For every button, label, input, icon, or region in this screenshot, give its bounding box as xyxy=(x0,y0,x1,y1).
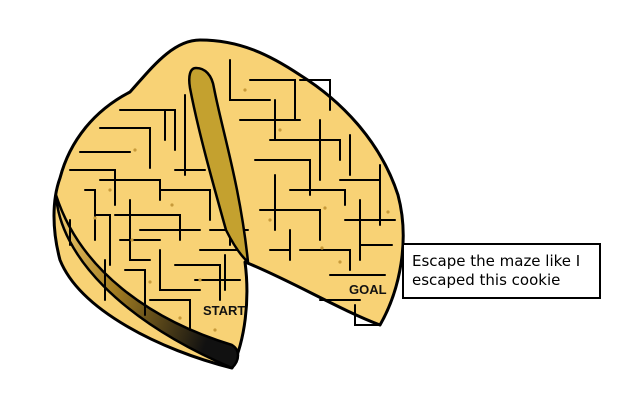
maze-start-label: START xyxy=(203,303,245,318)
message-line-2: escaped this cookie xyxy=(412,271,561,289)
maze-goal-label: GOAL xyxy=(349,282,387,297)
message-line-1: Escape the maze like I xyxy=(412,252,581,270)
cookie-crumbs xyxy=(93,88,390,332)
cookie-fold-curl xyxy=(54,193,240,370)
cookie-center-fold xyxy=(188,66,250,264)
maze-walls xyxy=(69,59,396,331)
message-box: Escape the maze like I escaped this cook… xyxy=(402,243,601,299)
